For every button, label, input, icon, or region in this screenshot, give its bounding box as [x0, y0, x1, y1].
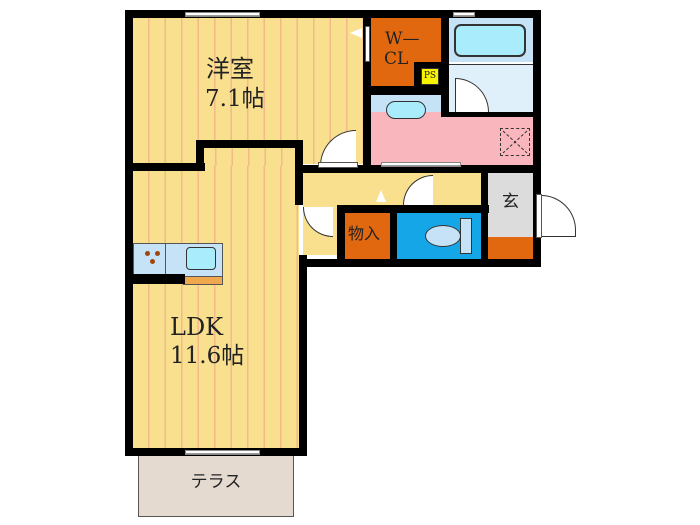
window-western-room[interactable]	[185, 12, 260, 17]
entrance-door[interactable]	[541, 195, 576, 237]
window-ldk[interactable]	[185, 450, 260, 455]
washroom-floor	[371, 112, 534, 165]
western-room-name: 洋室	[206, 55, 254, 83]
bathtub	[454, 24, 526, 57]
wall-bath-bottom	[441, 112, 541, 117]
storage-label: 物入	[348, 224, 381, 243]
wall-partition-west-low	[133, 163, 205, 171]
wall-right	[533, 10, 541, 267]
closet-door-arrow-icon	[350, 28, 362, 38]
wall-storage-right	[390, 205, 397, 265]
wall-closet-bottom	[363, 86, 443, 95]
window-bathroom[interactable]	[453, 12, 475, 17]
wall-left	[125, 10, 133, 456]
ldk-size: 11.6帖	[170, 343, 245, 369]
wall-top	[125, 10, 541, 18]
terrace: テラス	[138, 455, 294, 517]
storage: 物入	[345, 213, 390, 260]
wall-toilet-right	[481, 173, 488, 265]
toilet-tank-icon	[460, 218, 472, 254]
ldk-room	[133, 164, 299, 448]
closet-label-line2: CL	[384, 49, 409, 69]
washer-space-icon	[500, 128, 530, 156]
wall-hall-bottom	[339, 205, 489, 213]
western-room-size: 7.1帖	[205, 86, 265, 112]
wall-partition-step	[196, 140, 204, 171]
wall-partition-west-high	[196, 140, 303, 148]
stove-icon	[143, 249, 169, 271]
closet-door[interactable]	[365, 26, 370, 62]
entrance-door-frame	[536, 194, 542, 238]
ldk-upper-extension	[200, 146, 299, 166]
shoe-cabinet	[488, 237, 533, 259]
kitchen-wall	[133, 274, 185, 284]
western-room	[133, 18, 363, 164]
toilet-bowl-icon	[425, 225, 461, 247]
pipe-space-label: PS	[423, 71, 437, 81]
wall-closet-right	[441, 10, 449, 115]
pipe-space: PS	[421, 68, 439, 85]
hallway	[303, 173, 485, 205]
wall-ldk-right	[299, 255, 307, 456]
kitchen-cabinet	[183, 276, 223, 285]
ldk-name: LDK	[170, 313, 224, 341]
western-room-door-frame	[318, 162, 358, 168]
storage-door-arrow-icon	[376, 190, 386, 202]
entrance: 玄	[488, 173, 533, 237]
wall-storage-left	[337, 205, 345, 265]
kitchen-sink-icon	[186, 247, 216, 270]
window-washroom[interactable]	[381, 162, 461, 167]
closet-label-line1: W—	[385, 29, 420, 49]
wall-bottom-service	[299, 259, 541, 267]
terrace-label: テラス	[190, 472, 242, 492]
wash-basin	[386, 101, 426, 119]
entrance-label: 玄	[502, 192, 519, 212]
counter-divider	[165, 243, 166, 277]
wall-hall-top	[295, 165, 541, 173]
